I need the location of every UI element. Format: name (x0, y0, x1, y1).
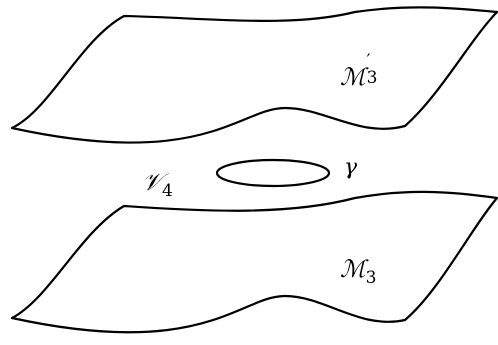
lower-sheet-outline (10, 190, 498, 334)
lower-manifold-label: ℳ3 (340, 257, 377, 287)
lower-manifold-symbol: ℳ (340, 255, 366, 283)
four-manifold-symbol: 𝒱 (142, 168, 162, 196)
upper-manifold-prime: ′ (366, 51, 371, 71)
upper-manifold-indices: ′3 (366, 53, 378, 88)
upper-manifold-label: ℳ′3 (340, 53, 378, 91)
upper-manifold-subscript: 3 (366, 68, 378, 88)
upper-sheet-outline (10, 6, 498, 144)
four-manifold-label: 𝒱4 (142, 170, 173, 200)
upper-manifold-symbol: ℳ (340, 63, 366, 91)
gamma-label: γ (344, 155, 358, 180)
lower-manifold-subscript: 3 (365, 268, 377, 288)
four-manifold-subscript: 4 (162, 181, 173, 201)
gamma-loop (215, 158, 331, 188)
